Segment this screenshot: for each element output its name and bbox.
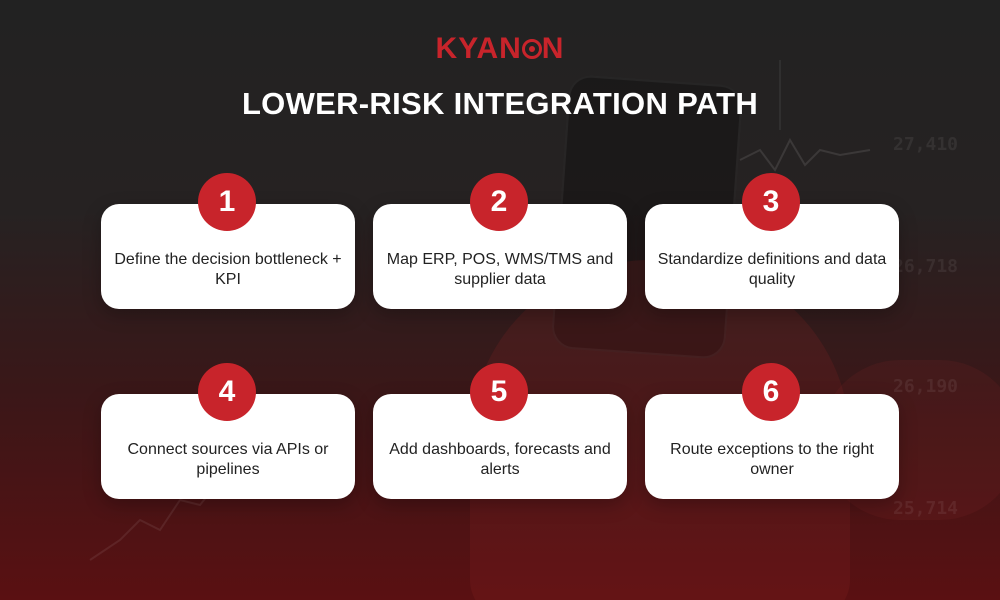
background-figure: 26,718 — [893, 256, 959, 277]
page-title: LOWER-RISK INTEGRATION PATH — [241, 86, 759, 121]
step-number-badge: 3 — [742, 173, 800, 231]
background-figure: 25,714 — [893, 498, 959, 519]
step-text: Route exceptions to the right owner — [670, 441, 874, 478]
step-text: Map ERP, POS, WMS/TMS and supplier data — [386, 251, 614, 288]
step-text: Define the decision bottleneck + KPI — [114, 251, 342, 288]
background-figure: 26,190 — [893, 376, 959, 397]
background-figure: 27,410 — [893, 134, 959, 155]
step-number-badge: 4 — [198, 363, 256, 421]
step-number-badge: 1 — [198, 173, 256, 231]
step-card-4: Connect sources via APIs or pipelines — [101, 394, 355, 499]
step-text: Connect sources via APIs or pipelines — [127, 441, 329, 478]
step-text: Standardize definitions and data quality — [657, 251, 887, 288]
step-number-badge: 5 — [470, 363, 528, 421]
target-icon — [521, 39, 542, 59]
step-number-badge: 6 — [742, 363, 800, 421]
step-number-badge: 2 — [470, 173, 528, 231]
step-text: Add dashboards, forecasts and alerts — [389, 441, 611, 478]
